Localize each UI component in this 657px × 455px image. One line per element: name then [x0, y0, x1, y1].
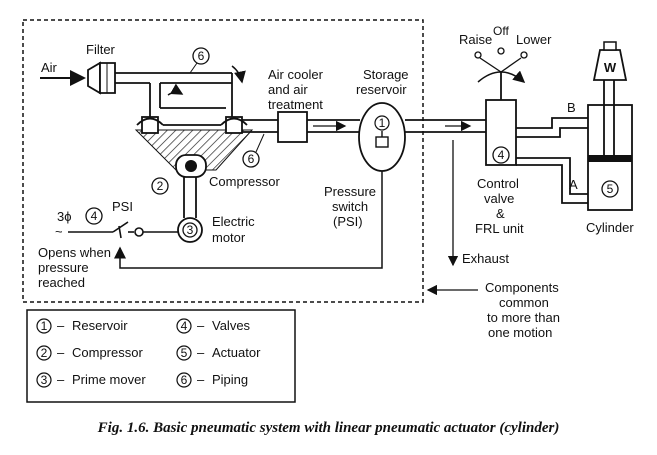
- pressure-switch-label-3: (PSI): [333, 214, 363, 229]
- svg-text:4: 4: [91, 209, 98, 223]
- compressor-marker: 2: [151, 177, 169, 195]
- legend-item-4: 4 – Valves: [176, 318, 251, 334]
- svg-text:5: 5: [181, 346, 188, 360]
- psi-label: PSI: [112, 199, 133, 214]
- opens-when-label-3: reached: [38, 275, 85, 290]
- lower-label: Lower: [516, 32, 552, 47]
- storage-label-1: Storage: [363, 67, 409, 82]
- feedback-line: [114, 171, 383, 269]
- tilde-label: ~: [55, 224, 63, 239]
- piping-marker-top: 6: [189, 47, 210, 74]
- control-valve-label-4: FRL unit: [475, 221, 524, 236]
- svg-text:5: 5: [607, 182, 614, 196]
- pneumatic-system-diagram: Air Filter 6 2 Compressor: [22, 19, 634, 403]
- legend-box: [26, 309, 296, 403]
- svg-text:Actuator: Actuator: [212, 345, 261, 360]
- legend-item-3: 3 – Prime mover: [36, 372, 146, 388]
- svg-text:3: 3: [187, 223, 194, 237]
- compressor-label: Compressor: [209, 174, 280, 189]
- valve-psi-marker: 4: [85, 207, 103, 225]
- air-cooler-label-2: and air: [268, 82, 308, 97]
- svg-text:–: –: [197, 345, 205, 360]
- air-cooler-box: [277, 111, 308, 143]
- port-a-label: A: [569, 177, 578, 192]
- opens-when-label-1: Opens when: [38, 245, 111, 260]
- svg-text:Reservoir: Reservoir: [72, 318, 128, 333]
- air-cooler-label-1: Air cooler: [268, 67, 324, 82]
- svg-text:2: 2: [157, 179, 164, 193]
- cylinder-label: Cylinder: [586, 220, 634, 235]
- control-valve-label-1: Control: [477, 176, 519, 191]
- svg-text:4: 4: [181, 319, 188, 333]
- svg-text:–: –: [197, 372, 205, 387]
- raise-label: Raise: [459, 32, 492, 47]
- port-b-label: B: [567, 100, 576, 115]
- electric-motor-label-2: motor: [212, 230, 246, 245]
- electric-motor-label-1: Electric: [212, 214, 255, 229]
- legend-item-2: 2 – Compressor: [36, 345, 143, 361]
- flow-arrow-intake: [167, 83, 184, 96]
- svg-text:Prime mover: Prime mover: [72, 372, 146, 387]
- svg-text:–: –: [197, 318, 205, 333]
- svg-text:4: 4: [498, 148, 505, 162]
- discharge-piping: [242, 119, 486, 133]
- exhaust-label: Exhaust: [462, 251, 509, 266]
- filter-icon: [87, 61, 116, 95]
- control-valve-label-2: valve: [484, 191, 514, 206]
- svg-text:6: 6: [248, 152, 255, 166]
- intake-piping: [115, 72, 233, 118]
- components-common-label-4: one motion: [488, 325, 552, 340]
- components-common-label-1: Components: [485, 280, 559, 295]
- svg-text:1: 1: [41, 319, 48, 333]
- legend-item-1: 1 – Reservoir: [36, 318, 128, 334]
- components-common-label-2: common: [499, 295, 549, 310]
- psi-switch-icon: [68, 221, 178, 239]
- control-valve-label-3: &: [496, 206, 505, 221]
- svg-text:1: 1: [379, 116, 386, 130]
- svg-text:W: W: [604, 60, 617, 75]
- svg-text:Piping: Piping: [212, 372, 248, 387]
- pressure-switch-label-1: Pressure: [324, 184, 376, 199]
- legend-item-5: 5 – Actuator: [176, 345, 261, 361]
- flow-arrow-top: [231, 65, 246, 84]
- pressure-switch-label-2: switch: [332, 199, 368, 214]
- weight-icon: W: [592, 41, 628, 81]
- svg-text:Valves: Valves: [212, 318, 251, 333]
- svg-text:–: –: [57, 345, 65, 360]
- svg-text:3: 3: [41, 373, 48, 387]
- svg-text:–: –: [57, 372, 65, 387]
- components-common-label-3: to more than: [487, 310, 560, 325]
- filter-label: Filter: [86, 42, 116, 57]
- system-boundary: [22, 19, 424, 303]
- cylinder: 5: [587, 80, 633, 211]
- svg-text:Compressor: Compressor: [72, 345, 143, 360]
- svg-text:6: 6: [198, 49, 205, 63]
- off-label: Off: [493, 24, 509, 38]
- svg-text:6: 6: [181, 373, 188, 387]
- electric-motor: 3: [177, 217, 203, 243]
- storage-reservoir: 1: [358, 102, 406, 172]
- control-valve: 4: [474, 47, 528, 166]
- figure-caption: Fig. 1.6. Basic pneumatic system with li…: [97, 420, 560, 436]
- air-label: Air: [41, 60, 58, 75]
- three-phase-label: 3ϕ: [57, 209, 72, 224]
- piping-marker-mid: 6: [242, 133, 265, 168]
- svg-text:–: –: [57, 318, 65, 333]
- opens-when-label-2: pressure: [38, 260, 89, 275]
- air-cooler-label-3: treatment: [268, 97, 323, 112]
- svg-text:2: 2: [41, 346, 48, 360]
- storage-label-2: reservoir: [356, 82, 407, 97]
- cylinder-lines: [516, 117, 588, 204]
- legend-item-6: 6 – Piping: [176, 372, 248, 388]
- compressor: [134, 116, 254, 178]
